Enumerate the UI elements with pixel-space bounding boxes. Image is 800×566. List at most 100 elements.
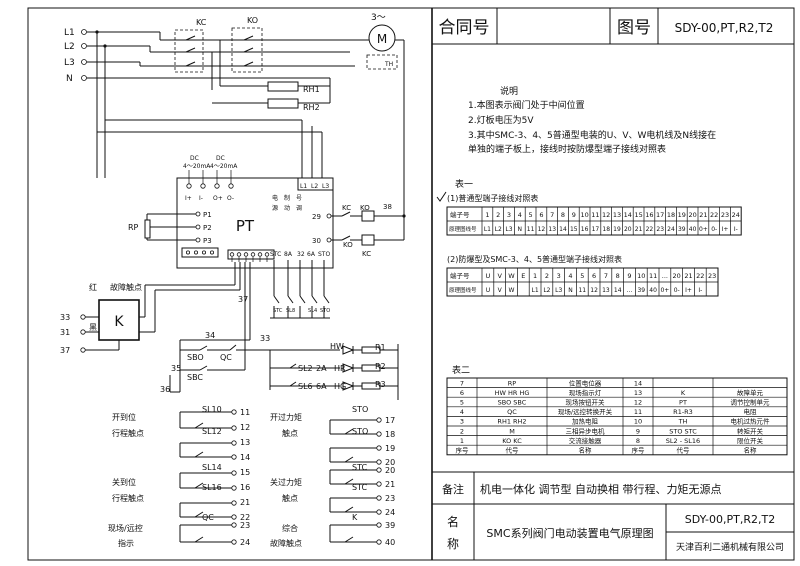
t-cell: 13 [548,226,556,233]
num-33: 33 [260,334,270,343]
t-cell: 10 [580,211,588,219]
t-cell: 24 [732,211,740,219]
bus-l1-label: L1 [64,28,75,38]
g1-sw-1: SL10 [202,405,222,414]
sw-8a-top: 8A [284,251,293,258]
dc-term-i-minus: I- [199,195,203,202]
t-cell: I+ [685,287,692,294]
t-cell: 21 [699,211,707,219]
t-cell: 21 [684,272,692,280]
g2-term-15: 15 [240,468,250,477]
t-cell: L1 [532,287,539,294]
pt-side-3: 号 [296,195,302,202]
t-cell: 40 [649,287,657,294]
motor-m-label: M [377,32,387,46]
title-block-bottom: 备注 机电一体化 调节型 自动换相 带行程、力矩无源点 名 称 SMC系列阀门电… [431,471,795,561]
t-cell: 0+ [660,287,669,294]
ko-label: KO [247,16,258,25]
sw-sl8-bottom: SL8 [286,308,295,314]
table1-sub2: (2)防爆型及SMC-3、4、5普通型端子接线对照表 [447,254,622,264]
table2-title: 表二 [452,364,470,376]
t2-cell: 11 [634,408,642,416]
g6-sw: K [352,513,358,522]
g4-title-1: 开过力矩 [270,412,302,422]
dc-term-o-plus: O+ [213,195,223,202]
t-row-label: 端子号 [450,210,470,219]
pt-l1: L1 [300,183,307,190]
pt-p1: P1 [203,211,212,219]
g6-term-39: 39 [385,521,395,530]
qc-label: QC [220,353,232,362]
t-cell: 5 [580,272,584,280]
t2-cell: KO KC [502,437,522,445]
g4-sw-2: STO [352,427,368,436]
t-cell: 23 [721,211,729,219]
ko-contact-label: KC [342,204,351,212]
t2-cell: 限位开关 [737,436,764,445]
g1-term-14: 14 [240,453,250,462]
rp-label: RP [128,223,139,232]
t-cell: 2 [496,211,500,219]
t-cell: 7 [604,272,608,280]
motor-symbol [368,24,396,52]
t-cell: 39 [637,287,645,294]
t2-cell: 2 [460,427,464,435]
t-row-label: 端子号 [450,271,470,280]
pt-p2: P2 [203,224,212,232]
g5-sw-1: STC [352,463,367,472]
t-cell: L1 [484,226,491,233]
remark-text: 机电一体化 调节型 自动换相 带行程、力矩无源点 [480,482,722,496]
pt-side-2: 制 [284,194,290,202]
t-cell: 13 [602,287,610,294]
fault-term-33: 33 [60,313,70,322]
g2-term-21: 21 [240,498,250,507]
t-cell: 9 [627,272,631,280]
rh2-heater [267,98,299,109]
g4-title-2: 触点 [282,428,298,438]
kc-coil [361,234,375,246]
kc-label: KC [196,18,207,27]
sbc-label: SBC [187,373,203,382]
g5-term-24: 24 [385,508,395,517]
pt-term-29: 29 [312,213,321,221]
dc2-label: DC [216,155,225,162]
dc1-range: 4～20mA [183,163,211,170]
company-name: 天津百利二通机械有限公司 [676,541,784,553]
t2-cell: 代号 [506,446,520,455]
t2-cell: PT [679,399,687,407]
ko-coil-label: KO [360,204,370,212]
ko-coil [361,210,375,222]
hr-label: HR [334,364,346,373]
g5-term-23: 23 [385,494,395,503]
pt-box [176,177,334,269]
bus-n-label: N [66,74,73,84]
t2-cell: 现场指示灯 [569,388,602,397]
sw-sto-top: STO [318,251,330,258]
notes-heading: 说明 [500,85,518,97]
t2-cell: 现场按钮开关 [566,398,606,407]
t-cell: 19 [678,211,686,219]
t2-cell: 序号 [632,446,646,455]
t2-cell: 转矩开关 [737,426,764,435]
t2-cell: 7 [460,379,464,387]
t-cell: 4 [568,272,572,280]
t-cell: 11 [527,226,535,233]
num-34: 34 [205,331,215,340]
t2-cell: HW HR HG [495,389,530,397]
power-circuit: L1 L2 L3 N KC KO 3～ [64,13,405,205]
dc1-label: DC [190,155,199,162]
drawing-no: SDY-00,PT,R2,T2 [675,21,774,35]
bus-l2-label: L2 [64,42,75,52]
g2-sw-1: SL14 [202,463,222,472]
note-4: 单独的端子板上，接线时按防爆型端子接线对照表 [468,143,666,155]
motor-phase-label: 3～ [371,13,386,23]
t2-cell: 现场/远控转换开关 [558,407,613,416]
t-cell: 12 [538,226,546,233]
table1-sub1: (1)普通型端子接线对照表 [447,193,538,203]
t-cell: 14 [614,287,622,294]
g6-title-1: 综合 [282,523,298,533]
g4-term-17: 17 [385,416,395,425]
drawing-name: SMC系列阀门电动装置电气原理图 [486,526,653,540]
g5-title-2: 触点 [282,493,298,503]
